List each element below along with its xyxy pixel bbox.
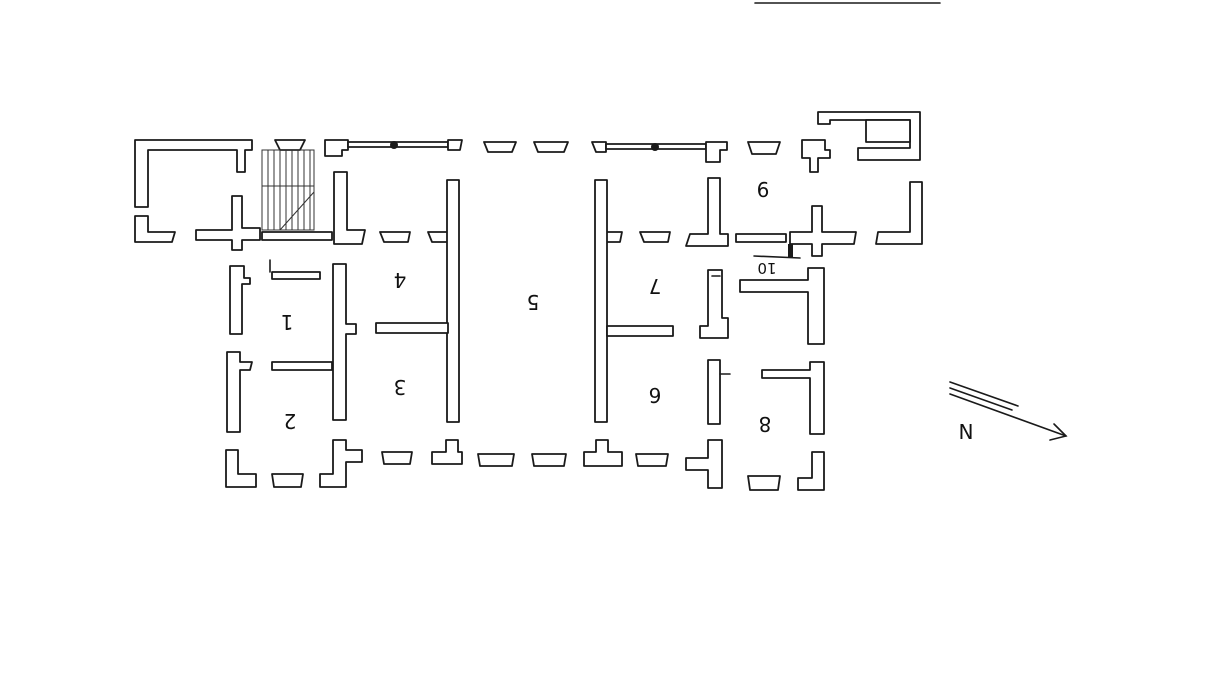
room-5-label: 5 xyxy=(527,290,540,314)
room-3-label: 3 xyxy=(394,375,407,399)
central-walls xyxy=(375,179,674,423)
staircase xyxy=(261,149,315,231)
room-labels: 1 2 3 4 5 6 7 8 9 10 xyxy=(281,177,777,436)
north-arrow-label: N xyxy=(959,419,974,443)
north-arrow: N xyxy=(949,381,1068,443)
lower-facade-wall xyxy=(381,439,825,491)
corridor-wall xyxy=(134,171,923,258)
room-1-label: 1 xyxy=(281,310,294,334)
upper-facade-wall xyxy=(134,111,921,208)
right-wing-walls xyxy=(699,255,825,435)
room-2-label: 2 xyxy=(284,409,297,433)
room-10-label: 10 xyxy=(757,259,776,277)
room-9-label: 9 xyxy=(757,177,770,201)
room-8-label: 8 xyxy=(759,412,772,436)
room-6-label: 6 xyxy=(649,383,662,407)
room-4-label: 4 xyxy=(394,268,407,292)
room-7-label: 7 xyxy=(649,274,662,298)
left-wing-walls xyxy=(225,259,363,488)
